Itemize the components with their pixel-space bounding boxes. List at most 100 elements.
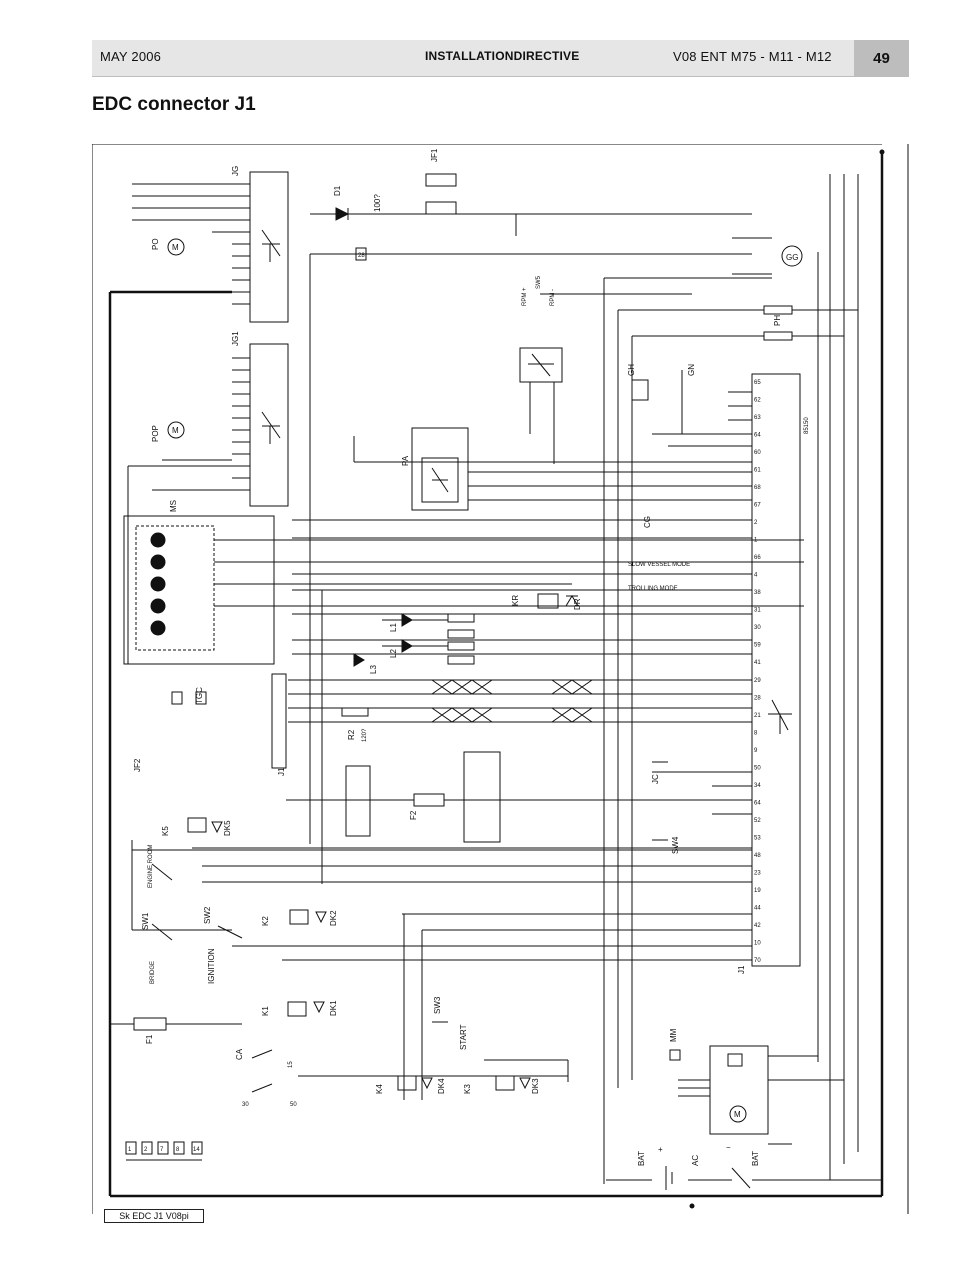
label-ca: CA: [235, 1048, 244, 1060]
j1-pin-number: 42: [754, 923, 761, 929]
label-rpm-minus: RPM -: [550, 289, 556, 306]
j1-pin-number: 41: [754, 660, 761, 666]
label-sw5: SW5: [536, 275, 542, 289]
j1-pin-number: 50: [754, 765, 761, 771]
label-cg: CG: [643, 516, 652, 528]
svg-text:M: M: [734, 1110, 741, 1119]
j1-pin-number: 21: [754, 713, 761, 719]
label-k5: K5: [161, 826, 170, 836]
j1-pin-number: 9: [754, 748, 758, 754]
j1-pin-number: 10: [754, 940, 761, 946]
wiring-diagram: JG M PO JG1 M POP MS PA RPM + RPM - SW5 …: [92, 144, 909, 1214]
label-gn: GN: [687, 364, 696, 376]
fuse-number: 2: [144, 1147, 148, 1153]
label-f2: F2: [409, 810, 418, 820]
label-ph: PH: [773, 315, 782, 326]
label-k2: K2: [261, 916, 270, 926]
j1-pin-number: 23: [754, 870, 761, 876]
j1-pin-number: 19: [754, 888, 761, 894]
fuse-number: 14: [193, 1147, 200, 1153]
j1-pin-number: 66: [754, 555, 761, 561]
label-sw2: SW2: [203, 906, 212, 924]
label-t15: 15: [288, 1061, 294, 1068]
j1-pin-number: 8: [754, 730, 758, 736]
label-jg1: JG1: [231, 331, 240, 346]
header-title: INSTALLATIONDIRECTIVE: [425, 49, 580, 63]
fuse-block: [125, 1141, 203, 1161]
j1-pin-number: 2: [754, 520, 758, 526]
label-code: 85150: [804, 417, 810, 434]
j1-pin-number: 64: [754, 433, 761, 439]
j1-pin-number: 61: [754, 468, 761, 474]
j1-pin-number: 29: [754, 678, 761, 684]
j1-pin-number: 64: [754, 800, 761, 806]
label-dk4: DK4: [437, 1078, 446, 1094]
fuse-number: 7: [160, 1147, 164, 1153]
fuse-number: 8: [176, 1147, 180, 1153]
j1-pin-number: 1: [754, 538, 758, 544]
label-dk5: DK5: [223, 820, 232, 836]
label-ac: AC: [691, 1155, 700, 1166]
label-jf2: JF2: [133, 758, 142, 772]
label-gg: GG: [786, 253, 798, 262]
label-r2-val: 120?: [362, 728, 368, 742]
label-dk2: DK2: [329, 910, 338, 926]
label-k1: K1: [261, 1006, 270, 1016]
svg-text:M: M: [172, 426, 179, 435]
label-bat-left: BAT: [637, 1151, 646, 1166]
j1-pin-number: 44: [754, 905, 761, 911]
j1-pin-number: 48: [754, 853, 761, 859]
label-jf1-top: JF1: [430, 148, 439, 162]
drawing-reference: Sk EDC J1 V08pi: [104, 1209, 204, 1223]
label-jg: JG: [231, 166, 240, 176]
label-gh: GH: [627, 364, 636, 376]
svg-text:28: 28: [358, 253, 365, 259]
j1-pin-number: 52: [754, 818, 761, 824]
header-model: V08 ENT M75 - M11 - M12: [673, 49, 832, 64]
svg-text:+: +: [658, 1145, 663, 1154]
label-kr: KR: [511, 595, 520, 606]
label-l1: L1: [389, 623, 398, 632]
label-tgc: TGC: [195, 687, 204, 704]
page-title: EDC connector J1: [92, 94, 256, 115]
j1-pin-number: 59: [754, 643, 761, 649]
j1-pin-number: 70: [754, 958, 761, 964]
j1-pin-number: 30: [754, 625, 761, 631]
label-sw3: SW3: [433, 996, 442, 1014]
svg-text:−: −: [726, 1143, 731, 1152]
label-sw1: SW1: [141, 912, 150, 930]
label-slow-vessel: SLOW VESSEL MODE: [628, 562, 690, 568]
page-number: 49: [854, 40, 909, 76]
j1-pin-number: 4: [754, 573, 758, 579]
j1-pin-number: 38: [754, 590, 761, 596]
label-dr: DR: [573, 598, 582, 610]
j1-pin-leads: [132, 391, 752, 961]
j1-pin-number: 28: [754, 695, 761, 701]
j1-pin-number: 68: [754, 485, 761, 491]
header-date: MAY 2006: [100, 49, 162, 64]
j1-pin-number: 65: [754, 380, 761, 386]
label-l3: L3: [369, 665, 378, 674]
fuse-number: 1: [128, 1147, 132, 1153]
label-r100: 100?: [373, 194, 382, 212]
j1-pin-number: 60: [754, 450, 761, 456]
label-jc: JC: [651, 774, 660, 784]
j1-pin-number: 53: [754, 835, 761, 841]
j1-pin-number: 63: [754, 415, 761, 421]
svg-text:M: M: [172, 243, 179, 252]
label-k4: K4: [375, 1084, 384, 1094]
j1-pin-number: 67: [754, 503, 761, 509]
label-dk1: DK1: [329, 1000, 338, 1016]
j1-pin-number: 34: [754, 783, 761, 789]
label-l2: L2: [389, 649, 398, 658]
label-pa: PA: [401, 455, 410, 466]
label-po: PO: [151, 238, 160, 250]
label-dk3: DK3: [531, 1078, 540, 1094]
label-ms: MS: [169, 500, 178, 512]
label-k3: K3: [463, 1084, 472, 1094]
label-mm: MM: [669, 1028, 678, 1042]
j1-pin-number: 62: [754, 398, 761, 404]
label-d1: D1: [333, 185, 342, 196]
label-j1-main: J1: [737, 965, 746, 974]
page-header: MAY 2006 INSTALLATIONDIRECTIVE V08 ENT M…: [92, 40, 909, 77]
